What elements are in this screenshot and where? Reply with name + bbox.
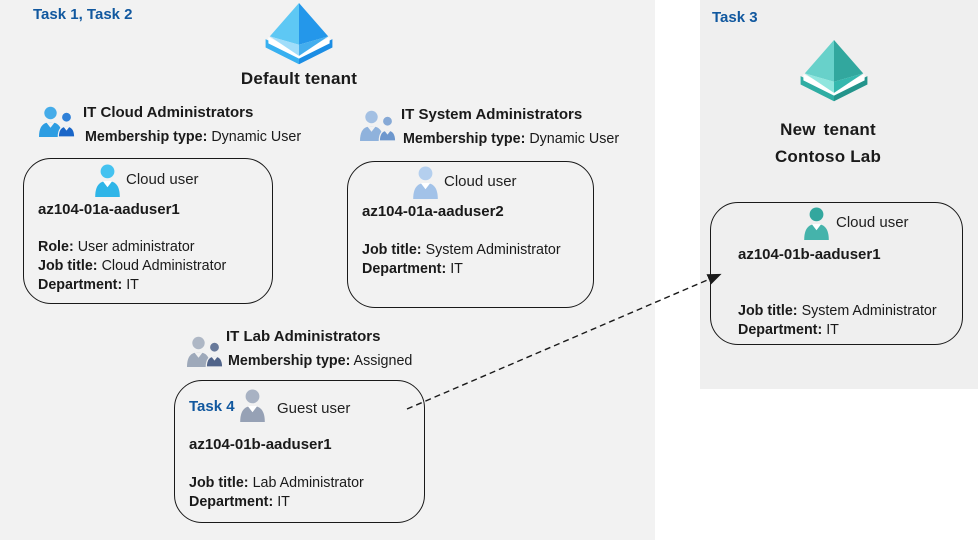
field-job-title: Job title: System Administrator	[362, 241, 561, 260]
field-value: IT	[826, 322, 839, 338]
group-membership-lab-admins: Membership type: Assigned	[228, 353, 412, 369]
user-fields: Job title: Lab Administrator Department:…	[189, 474, 364, 512]
user-type-label: Cloud user	[126, 171, 199, 188]
field-label: Job title:	[738, 303, 798, 319]
membership-type-label: Membership type:	[85, 129, 208, 145]
new-tenant-title-line1: New tenant	[780, 120, 876, 139]
username: az104-01a-aaduser2	[362, 203, 504, 220]
group-people-icon-system-admins	[359, 110, 397, 146]
user-fields: Job title: System Administrator Departme…	[738, 302, 937, 340]
cloud-user-person-icon	[412, 166, 439, 204]
username: az104-01b-aaduser1	[738, 246, 881, 263]
task-4-label: Task 4	[189, 398, 235, 415]
membership-type-value: Assigned	[353, 353, 413, 369]
field-label: Department:	[738, 322, 823, 338]
user-card-aaduser1: Cloud user az104-01a-aaduser1 Role: User…	[23, 158, 273, 304]
user-card-guest-aaduser1: Task 4 Guest user az104-01b-aaduser1 Job…	[174, 380, 425, 523]
field-value: Cloud Administrator	[101, 258, 227, 274]
default-tenant-title: Default tenant	[240, 69, 358, 88]
field-value: Lab Administrator	[252, 475, 364, 491]
group-people-icon-lab-admins	[186, 336, 224, 372]
user-fields: Job title: System Administrator Departme…	[362, 241, 561, 279]
field-department: Department: IT	[738, 321, 937, 340]
field-department: Department: IT	[189, 493, 364, 512]
field-department: Department: IT	[362, 260, 561, 279]
group-membership-system-admins: Membership type: Dynamic User	[403, 131, 619, 147]
user-type-label: Cloud user	[444, 173, 517, 190]
field-value: System Administrator	[801, 303, 937, 319]
group-title-cloud-admins: IT Cloud Administrators	[83, 104, 254, 121]
username: az104-01b-aaduser1	[189, 436, 332, 453]
user-card-newtenant-aaduser1: Cloud user az104-01b-aaduser1 Job title:…	[710, 202, 963, 345]
membership-type-value: Dynamic User	[529, 131, 620, 147]
task-3-label: Task 3	[712, 9, 758, 26]
membership-type-label: Membership type:	[228, 353, 351, 369]
user-type-label: Guest user	[277, 400, 351, 417]
azure-ad-tenant-icon-teal	[799, 40, 869, 109]
user-type-label: Cloud user	[836, 214, 909, 231]
field-value: IT	[126, 277, 139, 293]
field-value: System Administrator	[425, 242, 561, 258]
field-value: User administrator	[77, 239, 195, 255]
field-label: Job title:	[362, 242, 422, 258]
field-label: Job title:	[189, 475, 249, 491]
field-job-title: Job title: Cloud Administrator	[38, 257, 226, 276]
azure-ad-tenant-icon-blue	[264, 3, 334, 72]
task-1-2-label: Task 1, Task 2	[33, 6, 133, 23]
field-label: Department:	[189, 494, 274, 510]
field-label: Job title:	[38, 258, 98, 274]
default-tenant-panel	[0, 0, 655, 540]
cloud-user-person-icon	[94, 164, 121, 202]
group-title-system-admins: IT System Administrators	[401, 106, 583, 123]
group-people-icon-cloud-admins	[38, 106, 76, 142]
membership-type-value: Dynamic User	[211, 129, 302, 145]
field-value: IT	[277, 494, 290, 510]
membership-type-label: Membership type:	[403, 131, 526, 147]
field-job-title: Job title: System Administrator	[738, 302, 937, 321]
field-role: Role: User administrator	[38, 238, 226, 257]
field-label: Role:	[38, 239, 74, 255]
field-department: Department: IT	[38, 276, 226, 295]
group-title-lab-admins: IT Lab Administrators	[226, 328, 381, 345]
field-label: Department:	[38, 277, 123, 293]
user-card-aaduser2: Cloud user az104-01a-aaduser2 Job title:…	[347, 161, 594, 308]
field-label: Department:	[362, 261, 447, 277]
cloud-user-person-icon	[803, 207, 830, 245]
field-job-title: Job title: Lab Administrator	[189, 474, 364, 493]
field-value: IT	[450, 261, 463, 277]
username: az104-01a-aaduser1	[38, 201, 180, 218]
group-membership-cloud-admins: Membership type: Dynamic User	[85, 129, 301, 145]
guest-user-person-icon	[239, 389, 266, 427]
new-tenant-title-line2: Contoso Lab	[774, 147, 882, 166]
user-fields: Role: User administrator Job title: Clou…	[38, 238, 226, 295]
